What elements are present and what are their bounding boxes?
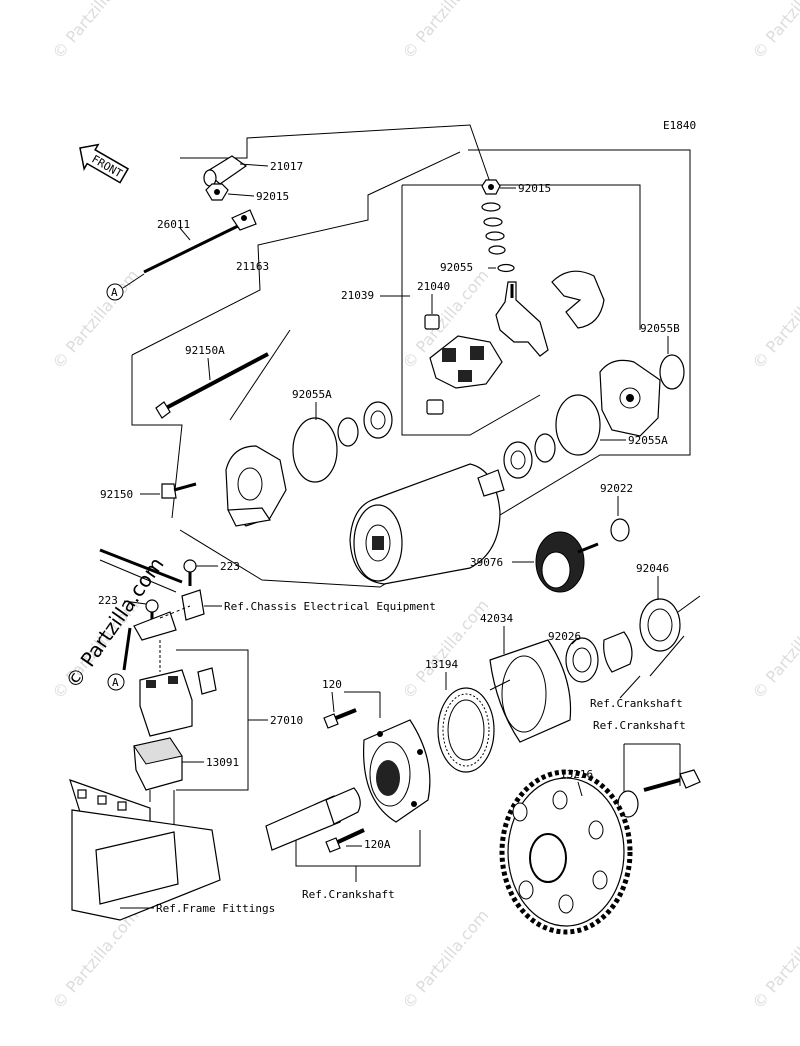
callout-a-bottom-label: A <box>112 676 119 689</box>
bearing-right <box>503 433 556 479</box>
label-13216: 13216 <box>560 768 593 781</box>
label-92015-left: 92015 <box>256 190 289 203</box>
frame-fittings <box>69 779 221 921</box>
starter-relay <box>139 667 217 737</box>
label-92150a: 92150A <box>185 344 225 357</box>
bolt-right <box>617 769 701 818</box>
label-120a: 120A <box>364 838 391 851</box>
screw-223-top <box>183 559 197 586</box>
bearing-left <box>337 401 393 447</box>
o-ring-92055a-left <box>292 417 338 483</box>
label-21039: 21039 <box>341 289 374 302</box>
label-21040: 21040 <box>417 280 450 293</box>
bolt-92150a <box>155 352 269 419</box>
bracket-lines <box>131 124 691 588</box>
brush-plate <box>495 281 549 357</box>
label-13091: 13091 <box>206 756 239 769</box>
front-cover <box>225 445 287 527</box>
crankshaft-stub <box>265 787 361 851</box>
watermark: © Partzilla.com <box>399 906 493 1013</box>
o-ring-92055b <box>659 354 685 390</box>
starter-motor <box>349 463 505 585</box>
housing-42034 <box>489 639 572 743</box>
label-92055a-left: 92055A <box>292 388 332 401</box>
end-housing <box>599 359 661 437</box>
callout-a-top-label: A <box>111 286 118 299</box>
nut-92015-left <box>205 183 229 201</box>
label-21163: 21163 <box>236 260 269 273</box>
label-92055: 92055 <box>440 261 473 274</box>
washer-92022 <box>610 518 630 542</box>
end-cover <box>551 270 605 329</box>
callout-a-bottom <box>107 673 125 691</box>
label-92046: 92046 <box>636 562 669 575</box>
front-arrow-icon: FRONT <box>79 143 130 184</box>
clutch-13194 <box>437 687 495 773</box>
label-92150: 92150 <box>100 488 133 501</box>
bearing-92046 <box>639 598 681 652</box>
label-39076: 39076 <box>470 556 503 569</box>
callout-a-top <box>106 283 124 301</box>
ref-crankshaft-3: Ref.Crankshaft <box>302 888 395 901</box>
label-27010: 27010 <box>270 714 303 727</box>
relay-cover-13091 <box>133 737 183 791</box>
bolt-120a <box>325 828 365 853</box>
label-92055a-right: 92055A <box>628 434 668 447</box>
label-92015-right: 92015 <box>518 182 551 195</box>
watermark: © Partzilla.com <box>749 266 800 373</box>
collar-92026 <box>565 631 633 683</box>
boot-21017 <box>203 155 248 187</box>
label-21017: 21017 <box>270 160 303 173</box>
bolt-120 <box>323 708 357 729</box>
watermark: © Partzilla.com <box>49 266 143 373</box>
ref-chassis-electrical: Ref.Chassis Electrical Equipment <box>224 600 436 613</box>
brush-holder <box>429 335 503 389</box>
watermark: © Partzilla.com <box>49 906 143 1013</box>
clutch-body <box>363 719 431 823</box>
diagram-code: E1840 <box>663 119 696 132</box>
gear-13216 <box>499 769 633 935</box>
watermark: © Partzilla.com <box>749 596 800 703</box>
label-13194: 13194 <box>425 658 458 671</box>
bolt-92150 <box>161 482 197 499</box>
o-ring-92055a-right <box>555 394 601 456</box>
terminal-plate <box>133 611 177 641</box>
watermark: © Partzilla.com <box>399 0 493 63</box>
label-120: 120 <box>322 678 342 691</box>
watermark: © Partzilla.com <box>749 906 800 1013</box>
wire-harness <box>99 548 205 621</box>
ref-crankshaft-1: Ref.Crankshaft <box>590 697 683 710</box>
brush-21040 <box>424 314 444 415</box>
label-223-left: 223 <box>98 594 118 607</box>
cable-26011 <box>143 209 257 274</box>
ref-crankshaft-2: Ref.Crankshaft <box>593 719 686 732</box>
ref-frame-fittings: Ref.Frame Fittings <box>156 902 275 915</box>
nut-92015-right <box>481 179 501 195</box>
label-26011: 26011 <box>157 218 190 231</box>
label-223-top: 223 <box>220 560 240 573</box>
gear-39076 <box>535 531 599 593</box>
label-42034: 42034 <box>480 612 513 625</box>
label-92055b: 92055B <box>640 322 680 335</box>
label-92026: 92026 <box>548 630 581 643</box>
watermark: © Partzilla.com <box>49 0 143 63</box>
label-92022: 92022 <box>600 482 633 495</box>
washer-stack <box>481 202 515 273</box>
watermark: © Partzilla.com <box>749 0 800 63</box>
